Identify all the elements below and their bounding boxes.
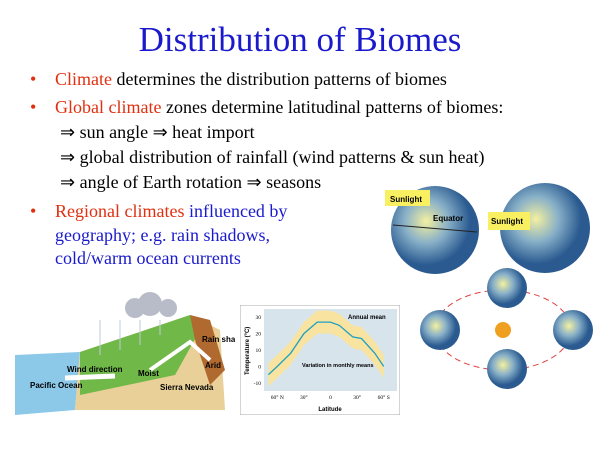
rain-shadow-diagram: Wind direction Pacific Ocean Moist Sierr… <box>15 292 235 415</box>
x-tick-label: 60° S <box>378 394 390 401</box>
x-axis-label: Latitude <box>318 407 342 413</box>
earth-orbit-seasons <box>420 268 593 389</box>
bullet-3: Regional climates influenced by <box>55 201 288 221</box>
y-tick-label: 0 <box>258 364 261 370</box>
x-tick-label: 30° <box>353 394 361 401</box>
sunlight-label: Sunlight <box>491 217 523 226</box>
x-tick-label: 60° N <box>271 394 284 401</box>
subpoint-2: ⇒ global distribution of rainfall (wind … <box>60 147 485 167</box>
y-tick-label: 20 <box>256 332 262 338</box>
sun-angle-globes: Sunlight Equator Sunlight <box>385 183 590 274</box>
temperature-latitude-chart: Temperature (°C) Latitude Annual mean Va… <box>240 305 400 415</box>
svg-text:Wind direction: Wind direction <box>67 365 123 374</box>
globe-icon <box>487 349 527 389</box>
globe-icon <box>500 183 590 273</box>
svg-text:Moist: Moist <box>138 369 159 378</box>
equator-label: Equator <box>433 214 463 223</box>
bullet-icon: • <box>30 69 37 89</box>
globe-icon <box>487 268 527 308</box>
y-tick-label: 30 <box>256 315 262 321</box>
y-tick-label: -10 <box>254 381 262 387</box>
globe-icon <box>391 186 479 274</box>
sun-icon <box>495 322 511 338</box>
bullet-3-cont: cold/warm ocean currents <box>55 248 241 268</box>
annotation: Annual mean <box>348 315 386 321</box>
subpoint-1: ⇒ sun angle ⇒ heat import <box>60 122 255 142</box>
bullet-2: Global climate zones determine latitudin… <box>55 97 504 117</box>
series-line-annual-mean <box>267 321 385 376</box>
subpoint-3: ⇒ angle of Earth rotation ⇒ seasons <box>60 172 322 192</box>
bullet-icon: • <box>30 201 37 221</box>
x-tick-label: 30° <box>300 394 308 401</box>
y-axis-label: Temperature (°C) <box>245 327 251 375</box>
sunlight-label: Sunlight <box>390 195 422 204</box>
slide-title: Distribution of Biomes <box>138 20 462 59</box>
bullet-icon: • <box>30 97 37 117</box>
globe-icon <box>420 310 460 350</box>
svg-text:Arid: Arid <box>205 361 221 370</box>
y-tick-label: 10 <box>256 348 262 354</box>
x-tick-label: 0 <box>329 395 332 401</box>
bullet-3-cont: geography; e.g. rain shadows, <box>55 225 270 245</box>
globe-icon <box>553 310 593 350</box>
svg-text:Pacific Ocean: Pacific Ocean <box>30 381 83 390</box>
bullet-1: Climate determines the distribution patt… <box>55 69 447 89</box>
svg-text:Sierra Nevada: Sierra Nevada <box>160 383 214 392</box>
svg-text:Rain shadow: Rain shadow <box>202 335 235 344</box>
annotation: Variation in monthly means <box>302 363 374 369</box>
